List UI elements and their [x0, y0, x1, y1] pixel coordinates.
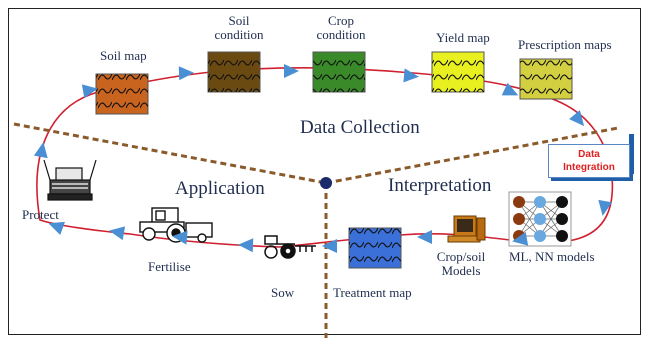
cycle-arrow	[178, 66, 194, 81]
cycle-arrow	[501, 82, 519, 96]
cycle-arrow	[403, 68, 419, 83]
step-label-protect: Protect	[22, 207, 59, 222]
map-label-prescription-maps: Prescription maps	[518, 37, 612, 52]
cycle-arrow	[48, 221, 65, 235]
ml-models-label: ML, NN models	[509, 249, 595, 264]
cycle-arrow	[81, 84, 98, 99]
cycle-arrow	[598, 199, 613, 216]
cycle-arrow	[109, 226, 126, 241]
map-label-soil-condition: Soil condition	[214, 13, 264, 42]
data-integration-box: Data Integration	[548, 144, 630, 178]
cycle-arrow	[284, 64, 299, 78]
map-label-yield-map: Yield map	[436, 30, 490, 45]
section-title-data-collection: Data Collection	[300, 117, 420, 138]
section-title-interpretation: Interpretation	[388, 175, 492, 196]
soil-condition-tile	[207, 51, 261, 93]
section-title-application: Application	[175, 178, 265, 199]
cycle-arrow	[417, 230, 432, 244]
crop-soil-models-label: Crop/soil Models	[436, 249, 486, 278]
sowing-tractor-icon	[264, 235, 316, 259]
treatment-map-tile	[348, 227, 402, 269]
neural-network-icon	[508, 191, 572, 247]
step-label-sow: Sow	[271, 285, 295, 300]
section-dividers	[13, 122, 619, 338]
sprayer-icon	[43, 159, 97, 201]
treatment-map-label: Treatment map	[333, 285, 412, 300]
cycle-arrow	[569, 110, 585, 127]
computer-icon	[447, 215, 486, 243]
cycle-arrow	[512, 231, 529, 246]
step-label-fertilise: Fertilise	[148, 259, 191, 274]
center-node	[320, 177, 332, 189]
fertilising-tractor-icon	[139, 207, 213, 243]
cycle-arrow	[322, 239, 337, 253]
cycle-arrow	[238, 238, 254, 253]
map-label-crop-condition: Crop condition	[316, 13, 366, 42]
data-integration-label: Data Integration	[563, 149, 615, 173]
crop-condition-tile	[312, 51, 366, 93]
cycle-arrow	[33, 142, 48, 159]
cycle-arrow	[172, 230, 188, 245]
prescription-map-tile	[519, 58, 573, 100]
soil-map-tile	[95, 73, 149, 115]
map-label-soil-map: Soil map	[100, 48, 147, 63]
data-integration-bar	[629, 134, 634, 174]
yield-map-tile	[431, 51, 485, 93]
